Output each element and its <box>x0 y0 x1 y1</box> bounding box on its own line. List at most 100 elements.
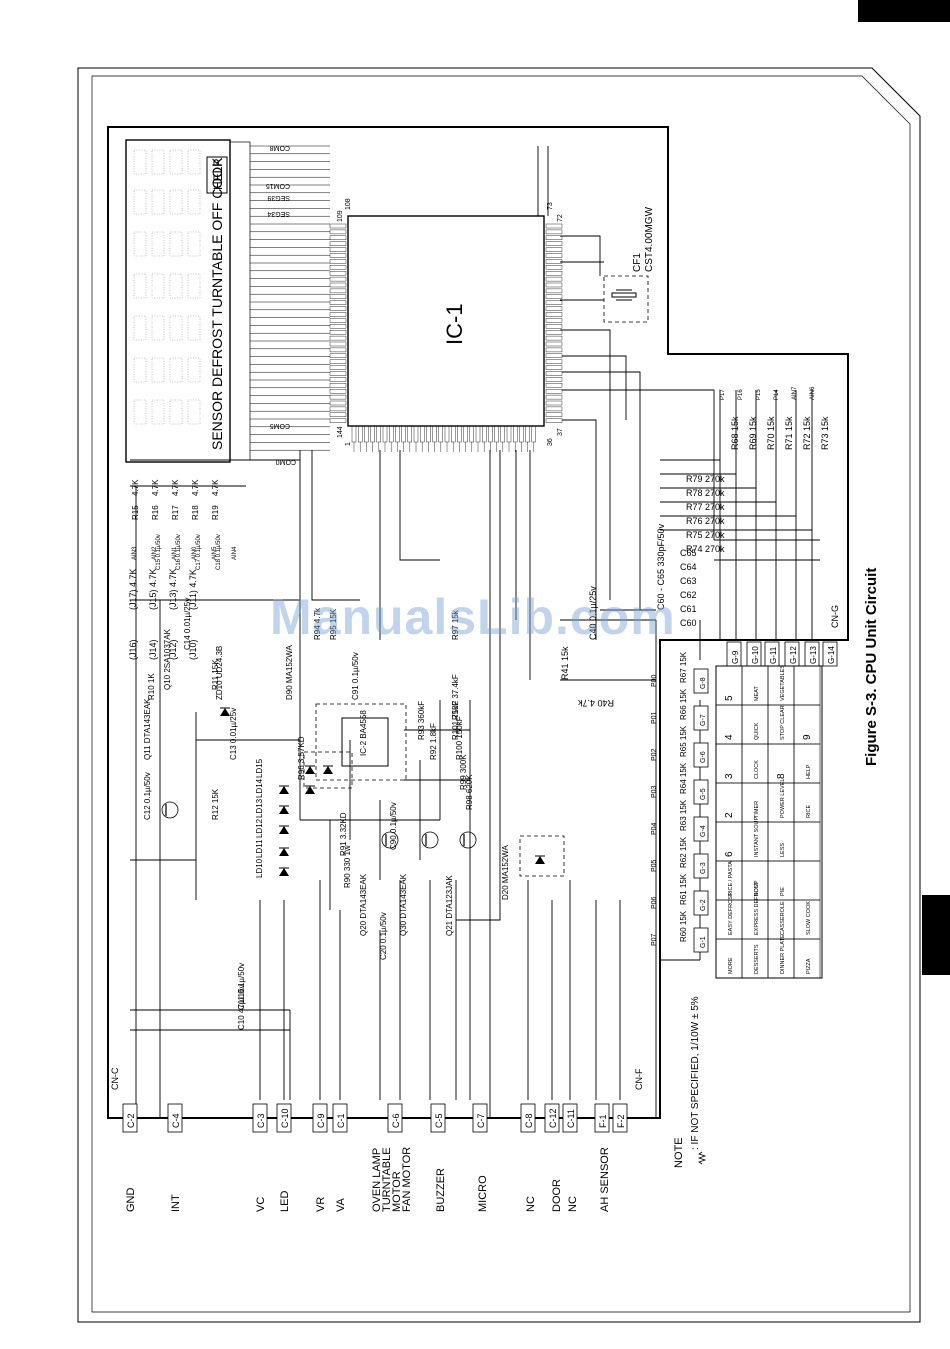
led-2 <box>279 826 289 834</box>
ic1-pin-left <box>329 253 347 258</box>
label-r97: R97 15k <box>451 609 460 640</box>
display-digit-3-1 <box>151 273 165 299</box>
label-r12: R12 15K <box>211 788 220 820</box>
connector-pin-label: C-2 <box>126 1113 136 1128</box>
ic1-pin-right <box>545 324 563 329</box>
ic1-pin-left <box>329 347 347 353</box>
connector-pin <box>276 1103 292 1133</box>
note-text: : IF NOT SPECIFIED, 1/10W ± 5% <box>690 996 701 1150</box>
connector-pin <box>544 1103 560 1133</box>
wire-14 <box>399 450 440 561</box>
keypad-key-meat: MEAT <box>754 685 760 701</box>
label-c20: C20 0.1µ/50v <box>379 912 388 960</box>
ic1-pin-right <box>545 341 563 347</box>
display-digit-0-0 <box>133 149 147 175</box>
cn-f-label: CN-F <box>634 1068 644 1090</box>
led-upper-1 <box>305 786 315 794</box>
right-port-label: AIN6 <box>810 386 816 400</box>
help-label: HELP <box>211 159 225 190</box>
keypad-key-vegetables: VEGETABLES <box>780 665 786 701</box>
key-resistor-r67: R67 15K <box>679 651 688 683</box>
right-port-label: P14 <box>774 389 780 400</box>
ic1-pin-bottom <box>482 425 487 443</box>
key-resistor-r60: R60 15K <box>679 910 688 942</box>
keypad-cell <box>793 821 821 862</box>
com8-label: COM8 <box>270 144 290 151</box>
port-p01: P01 <box>651 711 658 724</box>
ic1-pin-bottom <box>513 425 518 443</box>
ain-resistor-label: (J11) 4.7K <box>188 569 198 610</box>
ic1-pin-right <box>545 235 563 241</box>
page-tab-top <box>858 0 950 22</box>
wire-9 <box>562 419 597 640</box>
keypad-key-rice: RICE <box>806 805 812 818</box>
connector-pin <box>472 1103 488 1133</box>
com5-label: COM5 <box>270 422 290 429</box>
right-resistor-label: R68 15k <box>730 416 740 450</box>
led-1 <box>279 806 289 814</box>
key-g-pin <box>693 853 709 879</box>
right-cap-label: C63 <box>680 576 697 586</box>
key-resistor-r61: R61 15K <box>679 873 688 905</box>
ic1-pin-109: 109 <box>337 210 344 222</box>
connector-pin-label: C-10 <box>280 1108 290 1128</box>
oscillator-cf1: CF1 CST4.00MGW <box>603 206 655 323</box>
pull-resistor-label: R76 270k <box>686 516 725 526</box>
display-digits <box>133 149 201 425</box>
label-q30: Q30 DTA143EAK <box>399 873 408 936</box>
help-box <box>206 156 228 194</box>
ic1-pin-left <box>329 335 347 341</box>
g-pin <box>822 641 838 667</box>
ic1-pin-left <box>329 406 347 412</box>
label-zd10: ZD10 UD24.3B <box>215 646 224 700</box>
d20-box <box>519 835 565 877</box>
signal-motor: MOTOR <box>391 1171 403 1212</box>
keypad-key-4: 4 <box>724 734 735 740</box>
label-r93: R93 360kF <box>417 701 426 740</box>
ain-resistor-label: (J15) 4.7K <box>148 568 158 610</box>
label-r96: R96 3.57KD <box>297 736 306 780</box>
right-port-label: P15 <box>756 389 762 400</box>
r41-label: R41 15k <box>560 646 570 680</box>
keypad-key-dinner-plate: DINNER PLATE <box>780 934 786 974</box>
connector-pin <box>122 1103 138 1133</box>
key-g-pin-label: G-6 <box>700 751 707 763</box>
rc-resistor-r15: R15 <box>131 505 140 520</box>
ic1-pin-right <box>545 377 563 382</box>
ic1-pin-left <box>329 400 347 406</box>
ic1-pin-bottom <box>426 425 431 443</box>
ic1-pin-right <box>545 406 563 412</box>
ic1-pin-bottom <box>370 425 375 443</box>
key-g-pin <box>693 668 709 694</box>
keypad-key-2: 2 <box>724 812 735 818</box>
ic1-pin-bottom <box>519 425 524 443</box>
wire-6 <box>562 355 627 420</box>
wire-2 <box>560 235 601 276</box>
label-r10: R10 1K <box>147 673 156 700</box>
key-g-pin <box>693 705 709 731</box>
rc-resistor-r17: R17 <box>171 505 180 520</box>
port-p03: P03 <box>651 785 658 798</box>
jumper-label: (J12) <box>168 639 178 660</box>
signal-micro: MICRO <box>477 1175 489 1212</box>
ic1-pin-bottom <box>469 425 474 443</box>
ic1-pin-bottom <box>413 425 419 443</box>
keypad-key-casserole: CASSEROLE <box>780 901 786 935</box>
ain-label: AIN4 <box>232 546 238 560</box>
ic1-pin-right <box>545 229 563 235</box>
transistor-3 <box>459 831 477 849</box>
jumper-label: (J10) <box>188 639 198 660</box>
key-g-pin-label: G-2 <box>700 899 707 911</box>
ic1-pin-right <box>545 371 563 376</box>
ic1-pin-right <box>545 330 563 335</box>
key-g-pin-label: G-8 <box>700 677 707 689</box>
ic1-pin-right <box>545 400 563 406</box>
signal-ah-sensor: AH SENSOR <box>599 1147 611 1212</box>
display-legend: SENSOR DEFROST TURNTABLE OFF COOK <box>209 157 225 450</box>
ic1-pin-left <box>329 229 347 235</box>
ic1-pin-left <box>329 265 347 270</box>
keypad-key-quick: QUICK <box>754 722 760 740</box>
wire-5 <box>560 329 611 600</box>
